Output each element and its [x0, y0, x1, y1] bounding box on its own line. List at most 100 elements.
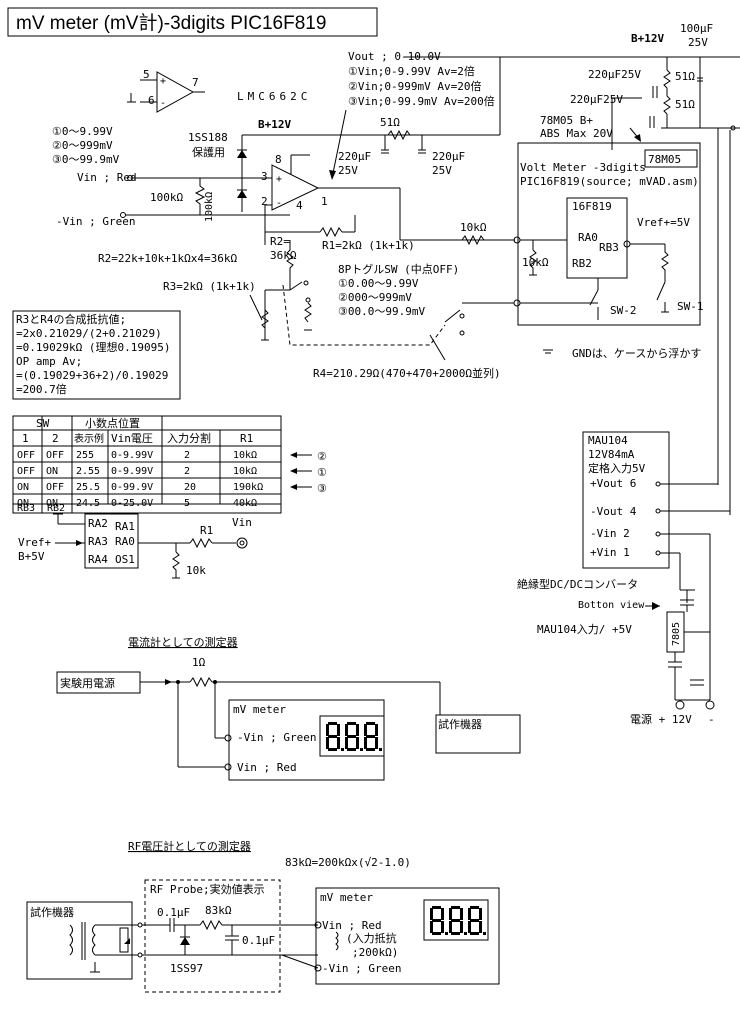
ammeter-wiring [140, 676, 441, 768]
range-notes: ①0～9.99V ②0～999mV ③0～99.9mV [52, 125, 120, 166]
table-cell: 0-9.99V [111, 450, 153, 461]
svg-text:Vin ; Red: Vin ; Red [322, 919, 382, 932]
svg-text:25V: 25V [688, 36, 708, 49]
svg-text:12V84mA: 12V84mA [588, 448, 635, 461]
svg-text:RA0: RA0 [115, 535, 135, 548]
r1-label: R1=2kΩ (1k+1k) [322, 239, 415, 252]
svg-text:RB3: RB3 [599, 241, 619, 254]
cap-220-b-label: 220μF25V [570, 93, 623, 106]
range-switch [261, 280, 446, 346]
table-cell: OFF [46, 482, 64, 493]
svg-text:220μF: 220μF [338, 150, 371, 163]
svg-text:③: ③ [317, 482, 327, 495]
diode-label: 1SS188 [188, 131, 228, 144]
svg-text:保護用: 保護用 [192, 145, 225, 159]
svg-text:RB2: RB2 [572, 257, 592, 270]
svg-text:①Vin;0-9.99V Av=2倍: ①Vin;0-9.99V Av=2倍 [348, 64, 475, 78]
svg-text:51Ω: 51Ω [380, 116, 400, 129]
svg-text:mV meter: mV meter [233, 703, 286, 716]
gnd-note: GNDは、ケースから浮かす [572, 347, 701, 360]
svg-text:実験用電源: 実験用電源 [60, 676, 115, 690]
svg-text:RA3: RA3 [88, 535, 108, 548]
rf-c-shunt: 0.1μF [242, 934, 275, 947]
table-cell: OFF [17, 466, 35, 477]
b12-mid: B+12V [258, 118, 291, 131]
table-cell: 2 [184, 450, 190, 461]
svg-text:OP amp Av;: OP amp Av; [16, 355, 82, 368]
rf-display [423, 899, 489, 941]
table-cell: 0-25.0V [111, 498, 153, 509]
svg-text:R3とR4の合成抵抗値;: R3とR4の合成抵抗値; [16, 312, 126, 326]
ammeter-dut-box [435, 714, 521, 754]
svg-text:3: 3 [261, 170, 268, 183]
svg-text:+: + [276, 174, 282, 185]
table-cell: 10kΩ [233, 450, 257, 461]
table-cell: 5 [184, 498, 190, 509]
svg-text:100kΩ: 100kΩ [204, 192, 215, 222]
svg-text:①: ① [317, 466, 327, 479]
svg-text:Vout ; 0-10.0V: Vout ; 0-10.0V [348, 50, 441, 63]
rf-diode: 1SS97 [170, 962, 203, 975]
svg-text:6: 6 [148, 94, 155, 107]
svg-text:①0～9.99V: ①0～9.99V [52, 125, 113, 138]
svg-text:+Vout 6: +Vout 6 [590, 477, 636, 490]
chip-name: LMC662C [237, 90, 311, 103]
ammeter-display [319, 715, 385, 757]
svg-text:RA2: RA2 [88, 517, 108, 530]
svg-text:25V: 25V [432, 164, 452, 177]
svg-text:4: 4 [296, 199, 303, 212]
svg-text:入力分割: 入力分割 [167, 431, 211, 445]
table-decimal-header: 小数点位置 [85, 416, 140, 430]
svg-text:7: 7 [192, 76, 199, 89]
svg-text:-: - [708, 713, 715, 726]
svg-text:Vref+=5V: Vref+=5V [637, 216, 690, 229]
dcdc-power: 7805 [645, 589, 715, 710]
table-cell: ON [17, 498, 29, 509]
svg-text:Botton view: Botton view [578, 600, 645, 611]
svg-text:B+5V: B+5V [18, 550, 45, 563]
svg-text:SW-1: SW-1 [677, 300, 704, 313]
rf-dut-box [26, 901, 133, 980]
table-cell: 20 [184, 482, 196, 493]
table-cell: OFF [17, 450, 35, 461]
r2-formula: R2=22k+10k+1kΩx4=36kΩ [98, 252, 237, 265]
shunt-label: 1Ω [192, 656, 206, 669]
svg-text:(入力抵抗: (入力抵抗 [346, 931, 397, 945]
ammeter-heading: 電流計としての測定器 [128, 635, 238, 649]
svg-text:RA0: RA0 [578, 231, 598, 244]
table-cell: 255 [76, 450, 94, 461]
svg-text:MAU104: MAU104 [588, 434, 628, 447]
svg-text:③Vin;0-99.9mV Av=200倍: ③Vin;0-99.9mV Av=200倍 [348, 94, 495, 108]
table-cell: 2 [184, 466, 190, 477]
vin-green-label: -Vin ; Green [56, 215, 135, 228]
r100k-label: 100kΩ [150, 191, 183, 204]
svg-text:51Ω: 51Ω [675, 98, 695, 111]
svg-text:Vin: Vin [232, 516, 252, 529]
svg-text:表示例: 表示例 [74, 432, 104, 445]
svg-text:Volt Meter -3digits: Volt Meter -3digits [520, 161, 646, 174]
table-cell: 24.5 [76, 498, 100, 509]
svg-text:試作機器: 試作機器 [30, 905, 74, 919]
table-sw-header: SW [36, 417, 50, 430]
supply-label: 電源 + 12V [630, 712, 692, 726]
svg-text:5: 5 [143, 68, 150, 81]
svg-text:7805: 7805 [671, 622, 682, 646]
svg-text:R1: R1 [240, 432, 253, 445]
svg-text:②Vin;0-999mV Av=20倍: ②Vin;0-999mV Av=20倍 [348, 79, 481, 93]
rf-probe-box [144, 879, 281, 993]
table-cell: 10kΩ [233, 466, 257, 477]
svg-text:R1: R1 [200, 524, 213, 537]
r2-label: R2= [270, 235, 290, 248]
svg-text:51Ω: 51Ω [675, 70, 695, 83]
svg-text:=2x0.21029/(2+0.21029): =2x0.21029/(2+0.21029) [16, 327, 162, 340]
page-title: mV meter (mV計)-3digits PIC16F819 [16, 12, 326, 34]
svg-text:②: ② [317, 450, 327, 463]
svg-text:①0.00～9.99V: ①0.00～9.99V [338, 277, 419, 290]
table-cell: 0-9.99V [111, 466, 153, 477]
svg-text:②000～999mV: ②000～999mV [338, 291, 412, 304]
svg-text:=200.7倍: =200.7倍 [16, 382, 67, 396]
svg-text:試作機器: 試作機器 [438, 717, 482, 731]
svg-text:mV meter: mV meter [320, 891, 373, 904]
title-frame [7, 7, 378, 37]
